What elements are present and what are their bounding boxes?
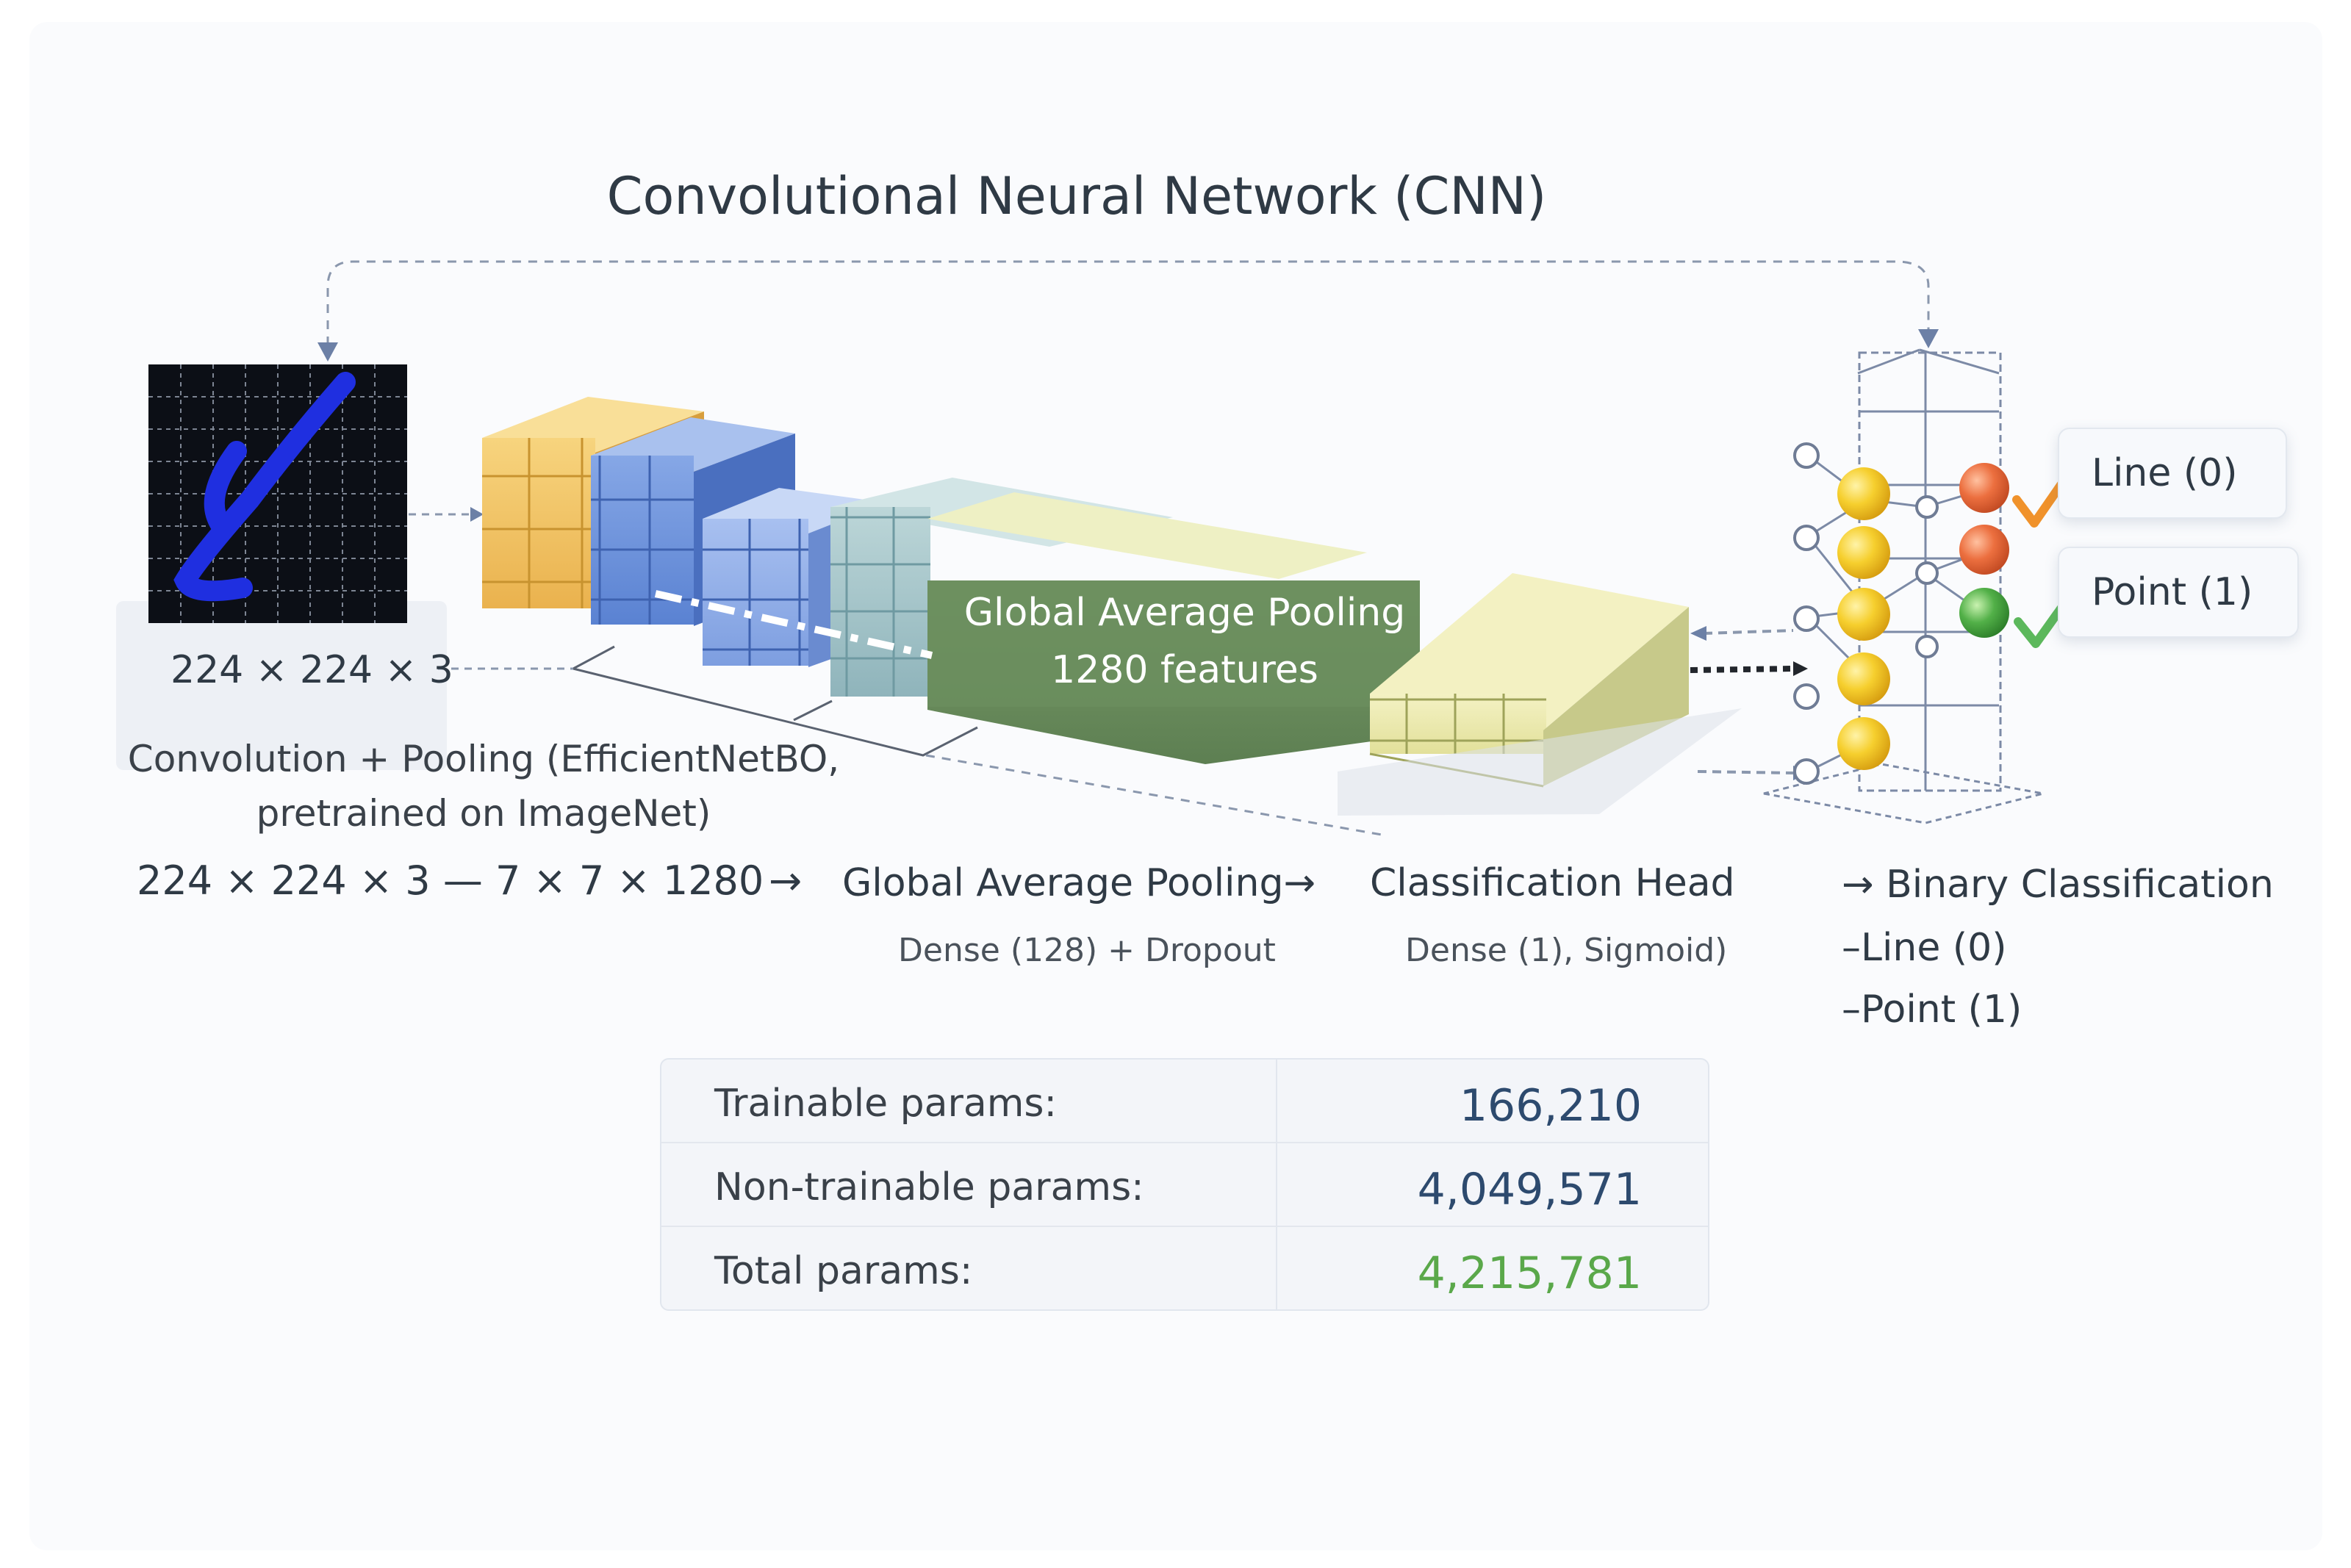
top-connector xyxy=(326,260,1930,345)
backbone-brace xyxy=(573,645,978,757)
params-divider xyxy=(1276,1060,1277,1309)
page-title: Convolutional Neural Network (CNN) xyxy=(606,166,1547,226)
pooling-label-line2: 1280 features xyxy=(1051,648,1318,692)
output-label-point: Point (1) xyxy=(2092,570,2253,614)
table-row: Non-trainable params: 4,049,571 xyxy=(661,1143,1708,1227)
summary-shape: 224 × 224 × 3 — 7 × 7 × 1280 xyxy=(137,857,764,904)
output-card-point: Point (1) xyxy=(2058,547,2299,638)
backbone-label-line1: Convolution + Pooling (EfficientNetBO, xyxy=(127,738,840,780)
hidden-nodes xyxy=(1837,467,1890,770)
input-image xyxy=(116,364,447,770)
arrowhead-right-icon xyxy=(1918,329,1939,348)
input-nodes xyxy=(1793,442,1939,785)
summary-pooling-sub: Dense (128) + Dropout xyxy=(898,932,1276,969)
param-value: 4,215,781 xyxy=(1417,1248,1642,1299)
param-label: Total params: xyxy=(714,1249,973,1293)
classification-head-block xyxy=(1338,573,1742,816)
summary-binary: → Binary Classification xyxy=(1842,863,2274,907)
output-label-line: Line (0) xyxy=(2092,451,2238,495)
class-line-label: –Line (0) xyxy=(1842,926,2007,970)
summary-pooling: Global Average Pooling→ xyxy=(842,861,1316,905)
param-value: 166,210 xyxy=(1459,1080,1642,1132)
output-network xyxy=(1763,348,2044,824)
params-table: Trainable params: 166,210 Non-trainable … xyxy=(660,1058,1709,1311)
output-nodes xyxy=(1959,463,2009,638)
backbone-label-line2: pretrained on ImageNet) xyxy=(256,792,711,835)
class-point-label: –Point (1) xyxy=(1842,988,2022,1032)
summary-head-sub: Dense (1), Sigmoid) xyxy=(1405,932,1728,969)
conv-blocks xyxy=(482,397,1420,764)
arrowhead-left-icon xyxy=(317,342,338,362)
param-label: Non-trainable params: xyxy=(714,1165,1144,1209)
summary-head: Classification Head xyxy=(1370,861,1735,905)
summary-arrow: → xyxy=(769,857,803,904)
param-label: Trainable params: xyxy=(714,1082,1057,1126)
pooling-label-line1: Global Average Pooling xyxy=(963,591,1406,635)
output-card-line: Line (0) xyxy=(2058,428,2287,519)
input-stroke xyxy=(173,372,356,602)
param-value: 4,049,571 xyxy=(1417,1164,1642,1215)
table-row: Total params: 4,215,781 xyxy=(661,1227,1708,1309)
input-dimension-label: 224 × 224 × 3 xyxy=(171,648,453,692)
table-row: Trainable params: 166,210 xyxy=(661,1060,1708,1143)
